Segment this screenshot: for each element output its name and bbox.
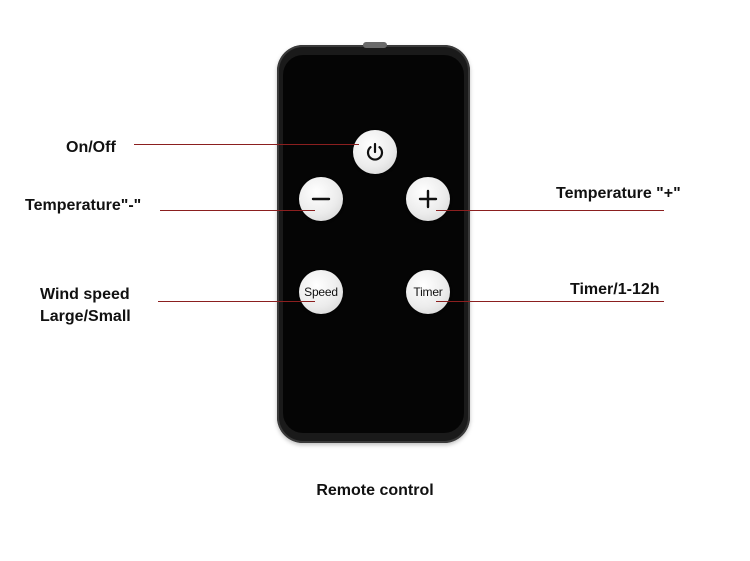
- speed-button-label: Speed: [304, 285, 338, 299]
- wind-speed-label-line1: Wind speed: [40, 286, 130, 303]
- timer-button-label: Timer: [413, 285, 443, 299]
- timer-callout-line: [436, 301, 664, 302]
- wind-speed-label-line2: Large/Small: [40, 308, 131, 325]
- speed-button[interactable]: Speed: [299, 270, 343, 314]
- on-off-callout-line: [134, 144, 359, 145]
- remote-face: [283, 55, 464, 433]
- power-button[interactable]: [353, 130, 397, 174]
- timer-button[interactable]: Timer: [406, 270, 450, 314]
- temperature-plus-button[interactable]: [406, 177, 450, 221]
- power-icon: [366, 142, 384, 161]
- on-off-label: On/Off: [66, 139, 116, 156]
- remote-control-caption: Remote control: [316, 482, 434, 499]
- wind-speed-callout-line: [158, 301, 315, 302]
- temperature-plus-label: Temperature "+": [556, 185, 681, 202]
- plus-icon: [418, 189, 438, 209]
- timer-label: Timer/1-12h: [570, 281, 660, 298]
- remote-top-clip: [363, 42, 387, 48]
- temperature-minus-button[interactable]: [299, 177, 343, 221]
- temp-plus-callout-line: [436, 210, 664, 211]
- temp-minus-callout-line: [160, 210, 315, 211]
- temperature-minus-label: Temperature"-": [25, 197, 142, 214]
- remote-control-body: [277, 45, 470, 443]
- minus-icon: [311, 197, 331, 201]
